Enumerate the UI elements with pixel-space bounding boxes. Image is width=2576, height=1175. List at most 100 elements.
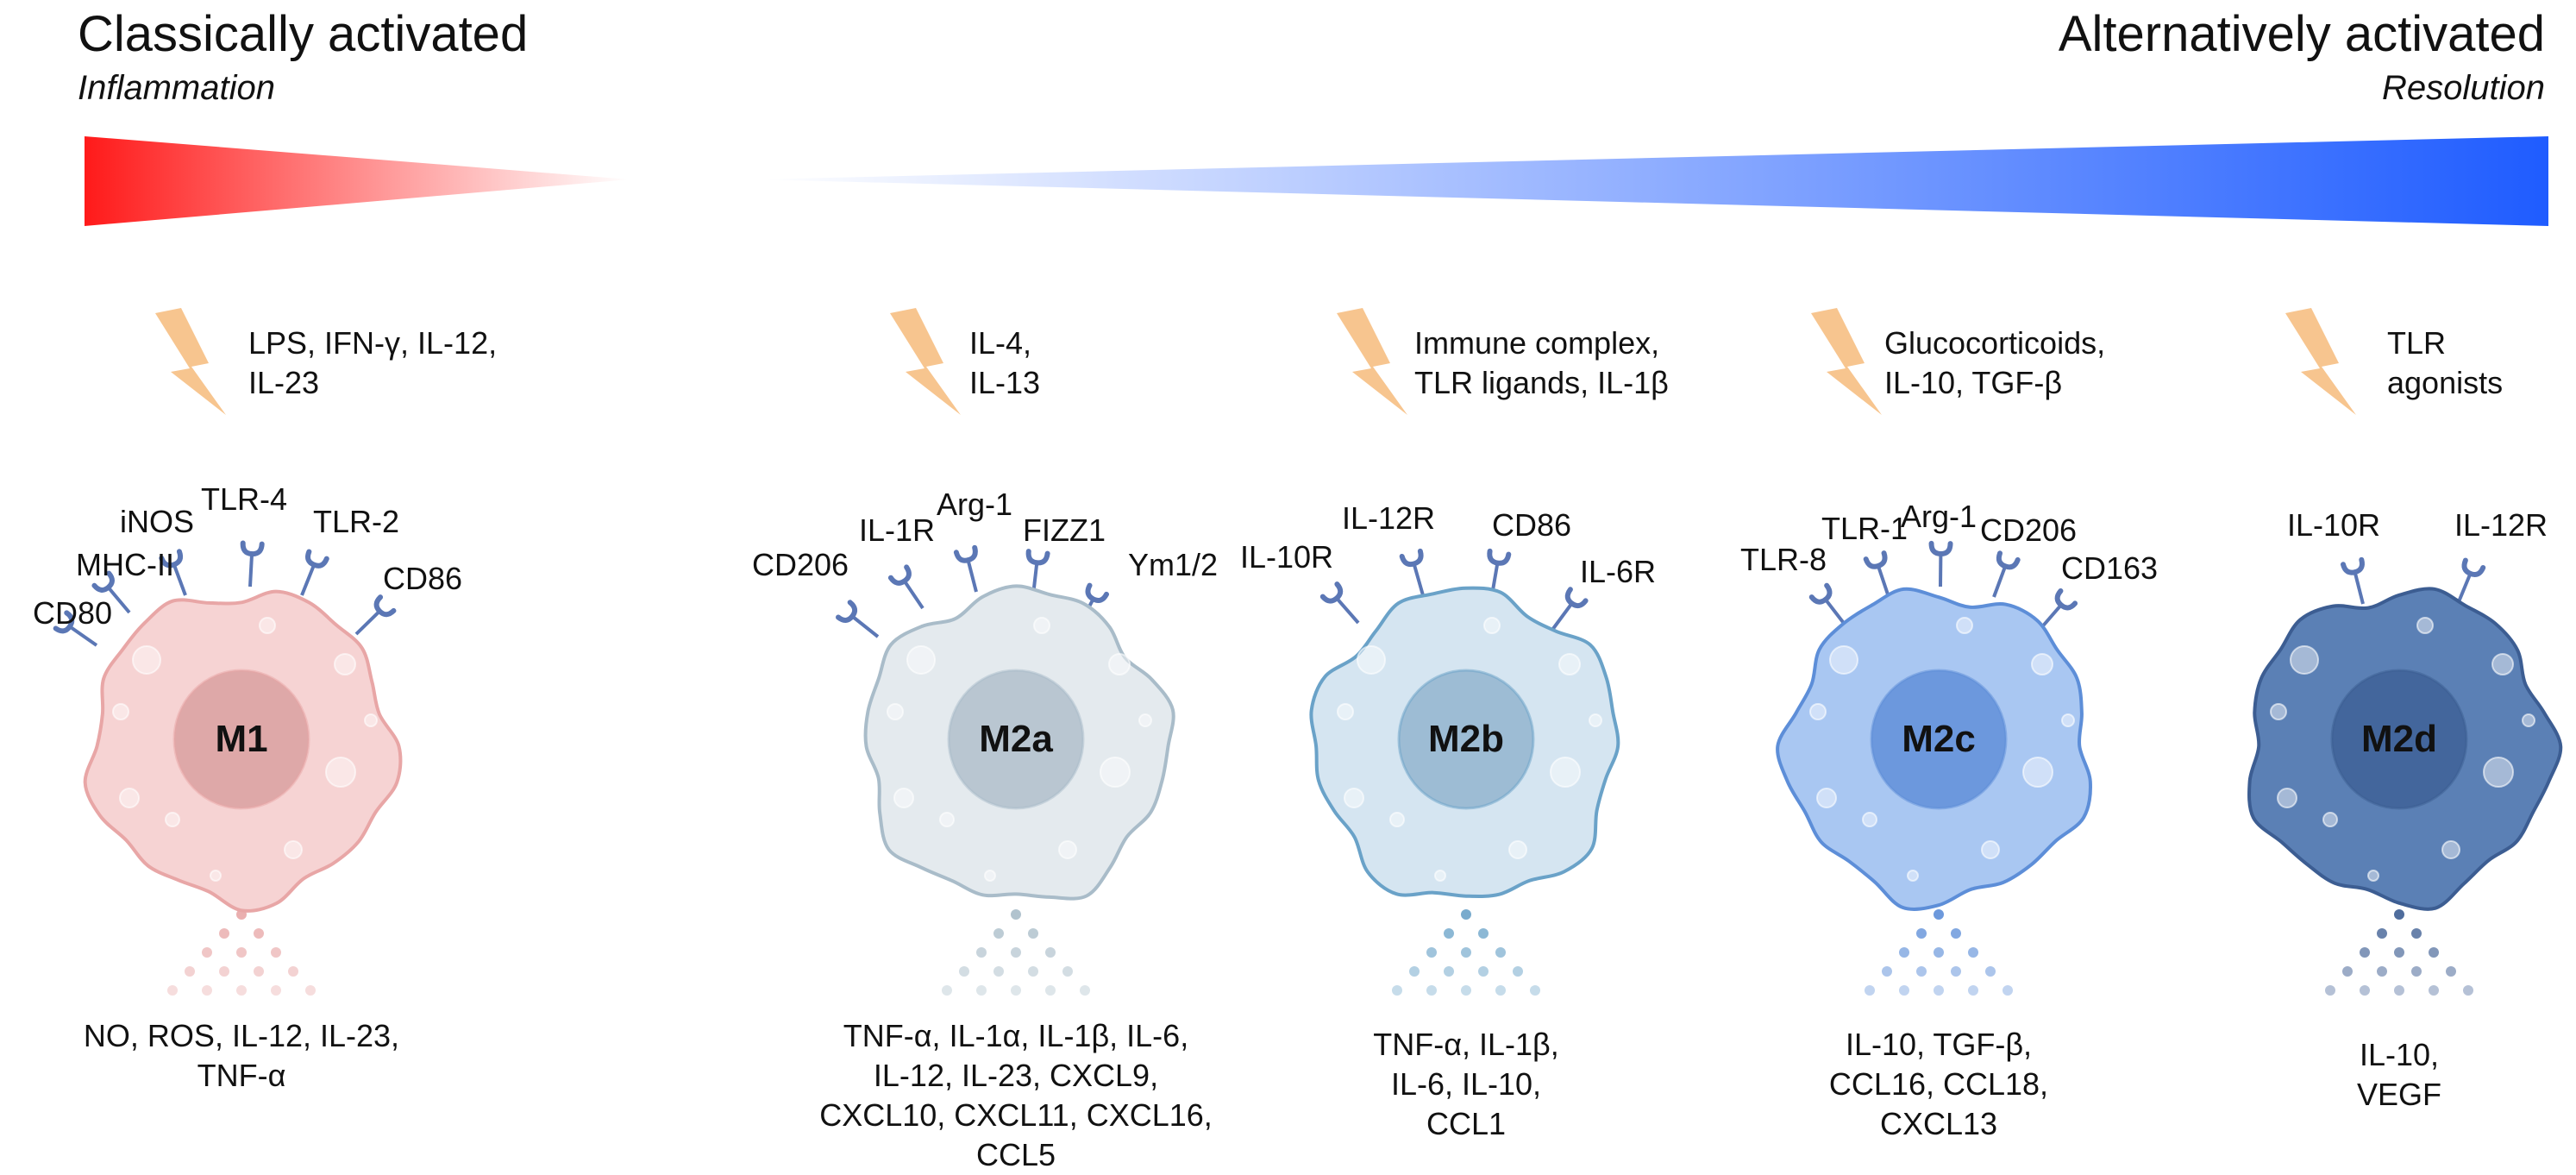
m2c-vesicle [1863, 813, 1877, 826]
m2c-receptor-4 [2040, 591, 2075, 630]
m2b-receptor-1 [1402, 551, 1423, 595]
m2d-secretion-dots [2325, 909, 2473, 996]
m2b-vesicle [1344, 789, 1363, 807]
m2c-vesicle [2032, 654, 2053, 675]
m2a-stimuli-text: IL-13 [969, 363, 1040, 403]
m2a-vesicle [907, 646, 935, 674]
m2c-stimuli-text: IL-10, TGF-β [1884, 363, 2062, 403]
m2c-receptor-0 [1812, 586, 1846, 625]
resolution-gradient-wedge [759, 136, 2548, 226]
m1-vesicle [285, 841, 302, 858]
m2d-vesicle [2417, 618, 2433, 633]
m2c-receptor-label: CD206 [1942, 511, 2115, 550]
m2b-vesicle [1435, 870, 1445, 881]
m2b-secretions-text: TNF-α, IL-1β, [1207, 1025, 1725, 1065]
m1-receptor-label: CD86 [336, 559, 509, 599]
m2a-receptor-2 [956, 548, 976, 592]
m1-vesicle [120, 789, 139, 807]
m2b-vesicle [1390, 813, 1404, 826]
m1-stimuli-text: IL-23 [248, 363, 319, 403]
m2c-vesicle [1982, 841, 1999, 858]
m2c-vesicle [1810, 704, 1826, 719]
m2b-receptor-label: IL-6R [1532, 552, 1704, 592]
m2d-lightning-icon [2285, 308, 2356, 415]
m2b-secretion-dots [1392, 909, 1540, 996]
m2b-stimuli-text: TLR ligands, IL-1β [1414, 363, 1669, 403]
m2c-label: M2c [1902, 718, 1976, 760]
m2c-secretion-dots [1865, 909, 2013, 996]
m2d-vesicle [2323, 813, 2337, 826]
m2c-lightning-icon [1811, 308, 1882, 415]
m2c-secretions-text: CXCL13 [1680, 1104, 2197, 1144]
m2d-secretions-text: VEGF [2140, 1075, 2576, 1115]
m2a-vesicle [887, 704, 903, 719]
m1-secretions-text: NO, ROS, IL-12, IL-23, [0, 1016, 500, 1056]
inflammation-gradient-wedge [85, 136, 630, 226]
m1-vesicle [113, 704, 128, 719]
m2b-vesicle [1559, 654, 1580, 675]
m1-receptor-label: TLR-2 [270, 502, 442, 542]
m2a-secretion-dots [942, 909, 1090, 996]
m2c-receptor-label: CD163 [2023, 549, 2196, 588]
m2d-vesicle [2271, 704, 2286, 719]
m2a-secretions-text: IL-12, IL-23, CXCL9, [757, 1056, 1275, 1096]
m2a-vesicle [1059, 841, 1076, 858]
m2b-vesicle [1589, 714, 1601, 726]
m2b-vesicle [1551, 757, 1580, 787]
m2a-vesicle [894, 789, 913, 807]
m2b-receptor-0 [1323, 584, 1358, 623]
m1-stimuli-text: LPS, IFN-γ, IL-12, [248, 324, 497, 363]
m2c-vesicle [1817, 789, 1836, 807]
m2a-secretions-text: CCL5 [757, 1135, 1275, 1175]
m1-lightning-icon [155, 308, 226, 415]
m2d-vesicle [2523, 714, 2535, 726]
m1-receptor-3 [243, 543, 262, 587]
m1-receptor-4 [302, 551, 327, 595]
m2a-vesicle [1109, 654, 1130, 675]
m2b-vesicle [1484, 618, 1500, 633]
m2a-receptor-0 [838, 602, 878, 637]
m2b-receptor-3 [1552, 589, 1586, 630]
m2a-label: M2a [979, 718, 1053, 760]
m2b-vesicle [1509, 841, 1526, 858]
m2c-vesicle [1957, 618, 1972, 633]
m2d-vesicle [2278, 789, 2297, 807]
m1-vesicle [260, 618, 275, 633]
m1-vesicle [210, 870, 221, 881]
m1-secretion-dots [167, 909, 316, 996]
m2a-lightning-icon [890, 308, 961, 415]
m2d-vesicle [2291, 646, 2318, 674]
m2d-stimuli-text: agonists [2387, 363, 2503, 403]
m2a-receptor-label: CD206 [714, 545, 887, 585]
m2b-vesicle [1338, 704, 1353, 719]
m2c-receptor-3 [1994, 553, 2018, 597]
m1-secretions-text: TNF-α [0, 1056, 500, 1096]
m2d-receptor-1 [2458, 561, 2483, 604]
m2c-secretions-text: IL-10, TGF-β, [1680, 1025, 2197, 1065]
m2b-receptor-label: CD86 [1445, 506, 1618, 545]
m1-vesicle [326, 757, 355, 787]
m1-vesicle [166, 813, 179, 826]
m2a-stimuli-text: IL-4, [969, 324, 1031, 363]
m2a-vesicle [985, 870, 995, 881]
m2a-vesicle [1100, 757, 1130, 787]
m2d-vesicle [2442, 841, 2460, 858]
m2b-macrophage-cell: M2b [1311, 551, 1618, 896]
m1-vesicle [335, 654, 355, 675]
m2b-secretions-text: IL-6, IL-10, [1207, 1065, 1725, 1104]
m1-label: M1 [215, 718, 267, 760]
m2b-stimuli-text: Immune complex, [1414, 324, 1659, 363]
m2b-secretions-text: CCL1 [1207, 1104, 1725, 1144]
m2d-receptor-0 [2343, 560, 2363, 604]
m2c-secretions-text: CCL16, CCL18, [1680, 1065, 2197, 1104]
m2d-label: M2d [2361, 718, 2437, 760]
m2a-vesicle [1139, 714, 1151, 726]
m2a-receptor-1 [891, 567, 923, 608]
m2c-vesicle [1908, 870, 1918, 881]
m2a-macrophage-cell: M2a [838, 548, 1174, 899]
m2c-stimuli-text: Glucocorticoids, [1884, 324, 2105, 363]
m2b-lightning-icon [1337, 308, 1407, 415]
m1-vesicle [133, 646, 160, 674]
m2d-vesicle [2492, 654, 2513, 675]
m1-receptor-label: CD80 [0, 594, 159, 633]
